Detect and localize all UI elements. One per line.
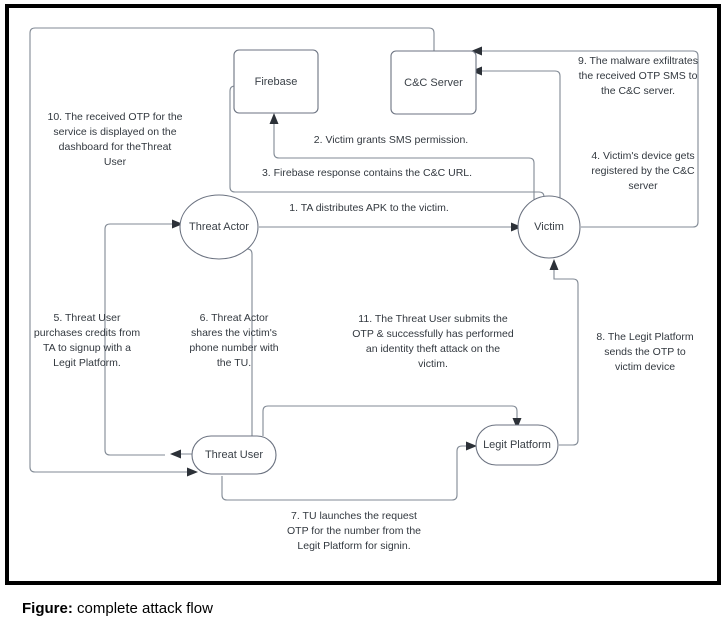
- svg-text:Legit Platform.: Legit Platform.: [53, 357, 121, 369]
- svg-text:TA to signup with a: TA to signup with a: [43, 342, 131, 354]
- svg-text:2. Victim grants SMS permissio: 2. Victim grants SMS permission.: [314, 134, 468, 146]
- figure-caption-text: complete attack flow: [72, 600, 213, 617]
- svg-text:registered by the C&C: registered by the C&C: [591, 165, 695, 177]
- svg-text:OTP & successfully has perform: OTP & successfully has performed: [352, 328, 514, 340]
- svg-text:11. The Threat User submits th: 11. The Threat User submits the: [358, 313, 508, 325]
- svg-text:the C&C server.: the C&C server.: [601, 85, 675, 97]
- svg-text:the TU.: the TU.: [217, 357, 251, 369]
- svg-text:9. The malware exfiltrates: 9. The malware exfiltrates: [578, 55, 698, 67]
- edge-step8: [549, 259, 579, 446]
- edge-step2: [269, 113, 535, 213]
- edge-step10: [29, 27, 435, 477]
- svg-text:8. The Legit Platform: 8. The Legit Platform: [596, 331, 694, 343]
- svg-text:phone number with: phone number with: [189, 342, 278, 354]
- node-victim[interactable]: Victim: [517, 195, 581, 259]
- svg-text:purchases credits from: purchases credits from: [34, 327, 140, 339]
- edge-step5: [104, 219, 183, 456]
- node-cc-server[interactable]: C&C Server: [390, 50, 477, 115]
- node-legit-platform[interactable]: Legit Platform: [475, 424, 559, 466]
- edge-label-step9: 9. The malware exfiltrates the received …: [578, 55, 698, 97]
- svg-text:1. TA distributes APK to the v: 1. TA distributes APK to the victim.: [289, 202, 449, 214]
- node-threat-user-label: Threat User: [205, 449, 263, 461]
- edge-label-step1: 1. TA distributes APK to the victim.: [289, 202, 449, 214]
- svg-text:10. The received OTP for the: 10. The received OTP for the: [47, 111, 182, 123]
- edge-step7: [221, 441, 477, 501]
- edge-label-step7: 7. TU launches the request OTP for the n…: [287, 510, 421, 552]
- node-victim-label: Victim: [534, 221, 564, 233]
- edge-label-step3: 3. Firebase response contains the C&C UR…: [262, 167, 472, 179]
- svg-text:3. Firebase response contains: 3. Firebase response contains the C&C UR…: [262, 167, 472, 179]
- node-firebase[interactable]: Firebase: [233, 49, 319, 114]
- svg-text:4. Victim's device gets: 4. Victim's device gets: [591, 150, 694, 162]
- svg-text:the received OTP SMS to: the received OTP SMS to: [579, 70, 698, 82]
- svg-text:sends the OTP to: sends the OTP to: [604, 346, 686, 358]
- node-firebase-label: Firebase: [255, 76, 298, 88]
- edge-label-step5: 5. Threat User purchases credits from TA…: [34, 312, 140, 369]
- edge-label-step2: 2. Victim grants SMS permission.: [314, 134, 468, 146]
- edge-label-step6: 6. Threat Actor shares the victim's phon…: [189, 312, 278, 369]
- svg-text:OTP for the number from the: OTP for the number from the: [287, 525, 421, 537]
- edge-label-step10: 10. The received OTP for the service is …: [47, 111, 182, 168]
- svg-text:Legit Platform for signin.: Legit Platform for signin.: [297, 540, 410, 552]
- edge-label-step4: 4. Victim's device gets registered by th…: [591, 150, 695, 192]
- svg-text:5. Threat User: 5. Threat User: [54, 312, 121, 324]
- node-threat-actor-label: Threat Actor: [189, 221, 249, 233]
- figure-caption: Figure: complete attack flow: [22, 600, 213, 617]
- svg-text:dashboard for theThreat: dashboard for theThreat: [59, 141, 172, 153]
- edge-label-step11: 11. The Threat User submits the OTP & su…: [352, 313, 514, 370]
- node-cc-server-label: C&C Server: [404, 77, 463, 89]
- svg-text:server: server: [628, 180, 658, 192]
- edge-step9: [471, 46, 699, 228]
- node-legit-platform-label: Legit Platform: [483, 439, 551, 451]
- svg-text:victim device: victim device: [615, 361, 675, 373]
- edge-label-step8: 8. The Legit Platform sends the OTP to v…: [596, 331, 694, 373]
- svg-text:6. Threat Actor: 6. Threat Actor: [200, 312, 269, 324]
- svg-text:7. TU launches the request: 7. TU launches the request: [291, 510, 417, 522]
- figure-caption-label: Figure:: [22, 600, 73, 617]
- node-threat-user[interactable]: Threat User: [191, 435, 277, 475]
- svg-text:User: User: [104, 156, 127, 168]
- diagram-frame: Firebase C&C Server Threat Actor Victim …: [5, 4, 721, 585]
- attack-flow-diagram: Firebase C&C Server Threat Actor Victim …: [29, 27, 699, 552]
- svg-text:service is displayed on the: service is displayed on the: [53, 126, 176, 138]
- svg-text:an identity theft attack on th: an identity theft attack on the: [366, 343, 500, 355]
- node-threat-actor[interactable]: Threat Actor: [179, 194, 259, 260]
- edge-step1: [259, 222, 522, 232]
- svg-text:shares the victim's: shares the victim's: [191, 327, 277, 339]
- edge-step11: [262, 405, 522, 436]
- svg-text:victim.: victim.: [418, 358, 448, 370]
